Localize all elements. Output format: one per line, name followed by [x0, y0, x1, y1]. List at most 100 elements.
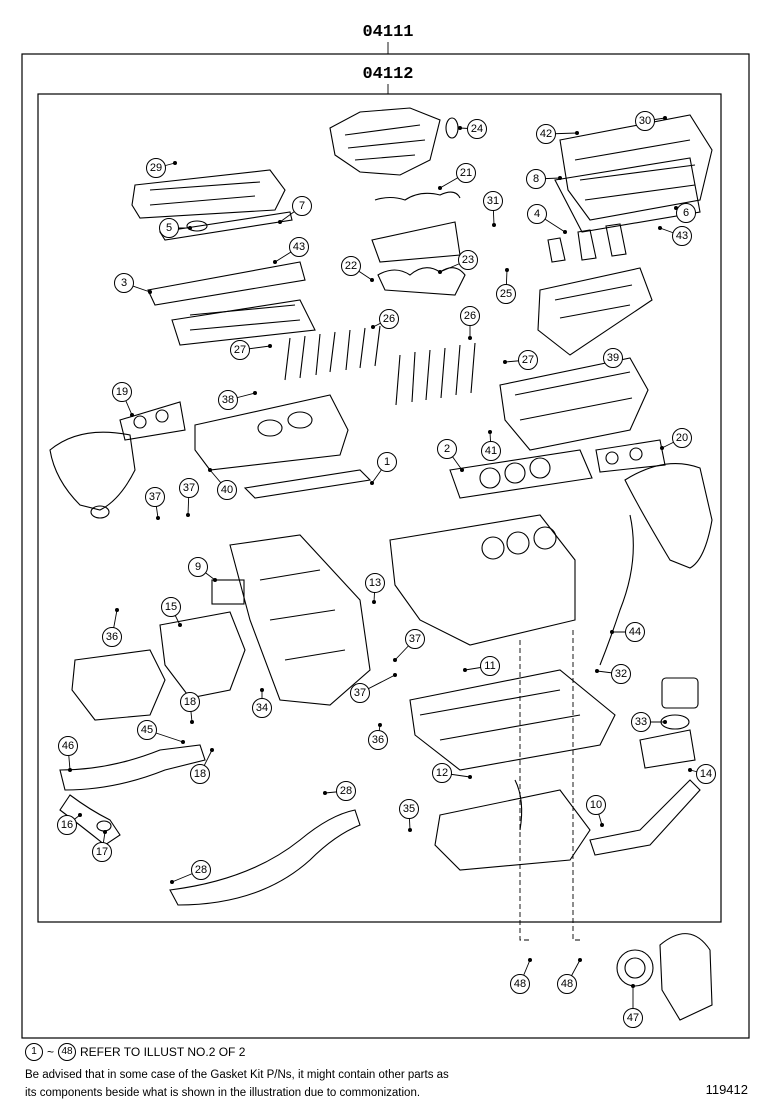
callout-22: 22 [341, 256, 374, 282]
callout-number: 39 [607, 352, 619, 364]
callout-48: 48 [510, 958, 532, 994]
callout-18: 18 [190, 748, 214, 784]
callout-number: 20 [676, 432, 688, 444]
callout-number: 28 [195, 864, 207, 876]
callout-number: 46 [62, 740, 74, 752]
callout-28: 28 [170, 860, 211, 884]
callout-number: 21 [460, 167, 472, 179]
range-tilde: ~ [47, 1045, 55, 1059]
callout-number: 24 [471, 123, 483, 135]
callout-41: 41 [481, 430, 501, 461]
callout-24: 24 [458, 119, 487, 139]
callout-number: 14 [700, 768, 712, 780]
callout-number: 23 [462, 254, 474, 266]
callout-number: 43 [293, 241, 305, 253]
callout-number: 26 [383, 313, 395, 325]
callout-4: 4 [527, 204, 567, 234]
callout-number: 15 [165, 601, 177, 613]
callout-11: 11 [463, 656, 500, 676]
callout-27: 27 [230, 340, 272, 360]
callout-8: 8 [526, 169, 562, 189]
callout-number: 48 [561, 978, 573, 990]
callout-47: 47 [623, 984, 643, 1028]
callout-45: 45 [137, 720, 185, 744]
callout-35: 35 [399, 799, 419, 832]
callout-number: 34 [256, 702, 268, 714]
callout-14: 14 [688, 764, 716, 784]
callout-number: 22 [345, 260, 357, 272]
callout-37: 37 [179, 478, 199, 517]
drawing-number: 119412 [705, 1082, 748, 1097]
callout-number: 41 [485, 445, 497, 457]
callout-number: 44 [629, 626, 641, 638]
callout-48: 48 [557, 958, 582, 994]
outer-kit-code: 04111 [362, 23, 413, 42]
callout-38: 38 [218, 390, 257, 410]
callout-number: 11 [484, 660, 495, 672]
callout-44: 44 [610, 622, 645, 642]
callout-19: 19 [112, 382, 134, 417]
callout-number: 31 [487, 195, 499, 207]
callout-number: 48 [514, 978, 526, 990]
refer-note: 1 ~ 48 REFER TO ILLUST NO.2 OF 2 [25, 1043, 245, 1061]
callout-number: 16 [61, 819, 73, 831]
advise-note-line-1: Be advised that in some case of the Gask… [25, 1069, 449, 1081]
callout-39: 39 [603, 348, 623, 368]
callout-number: 6 [683, 207, 689, 219]
callout-34: 34 [252, 688, 272, 718]
callout-number: 40 [221, 484, 233, 496]
callout-number: 2 [444, 443, 450, 455]
callout-number: 37 [409, 633, 421, 645]
range-start-callout: 1 [25, 1043, 43, 1061]
callout-number: 4 [534, 208, 540, 220]
callout-16: 16 [57, 813, 82, 835]
callout-12: 12 [432, 763, 472, 783]
callout-42: 42 [536, 124, 579, 144]
callout-29: 29 [146, 158, 177, 178]
callout-number: 9 [195, 561, 201, 573]
callout-number: 32 [615, 668, 627, 680]
callout-number: 10 [590, 799, 602, 811]
callout-26: 26 [371, 309, 399, 329]
callout-number: 38 [222, 394, 234, 406]
callout-number: 33 [635, 716, 647, 728]
callout-number: 27 [234, 344, 246, 356]
callout-32: 32 [595, 664, 631, 684]
callout-number: 36 [106, 631, 118, 643]
callout-number: 17 [96, 846, 108, 858]
callout-number: 1 [384, 456, 390, 468]
range-end-callout: 48 [58, 1043, 77, 1061]
callout-15: 15 [161, 597, 182, 627]
inner-kit-frame [37, 93, 722, 923]
callout-26: 26 [460, 306, 480, 340]
callout-20: 20 [660, 428, 692, 450]
callout-5: 5 [159, 218, 192, 238]
callout-37: 37 [350, 673, 397, 703]
callout-number: 13 [369, 577, 381, 589]
callout-25: 25 [496, 268, 516, 304]
callout-17: 17 [92, 830, 112, 862]
advise-note-line-2: its components beside what is shown in t… [25, 1087, 421, 1099]
inner-kit-code: 04112 [362, 65, 413, 84]
callout-37: 37 [393, 629, 425, 662]
refer-text: REFER TO ILLUST NO.2 OF 2 [80, 1045, 246, 1059]
part-drawings [49, 107, 713, 1021]
callout-7: 7 [278, 196, 312, 224]
callout-number: 5 [166, 222, 172, 234]
callout-43: 43 [658, 226, 692, 246]
callout-33: 33 [631, 712, 667, 732]
callout-number: 47 [627, 1012, 639, 1024]
callout-28: 28 [323, 781, 356, 801]
callout-number: 42 [540, 128, 552, 140]
callout-6: 6 [674, 203, 696, 223]
callout-36: 36 [102, 608, 122, 647]
callout-number: 35 [403, 803, 415, 815]
callout-number: 43 [676, 230, 688, 242]
callout-number: 37 [149, 491, 161, 503]
callout-number: 18 [184, 696, 196, 708]
callout-13: 13 [365, 573, 385, 604]
callout-18: 18 [180, 692, 200, 724]
callout-number: 45 [141, 724, 153, 736]
callout-27: 27 [503, 350, 538, 370]
